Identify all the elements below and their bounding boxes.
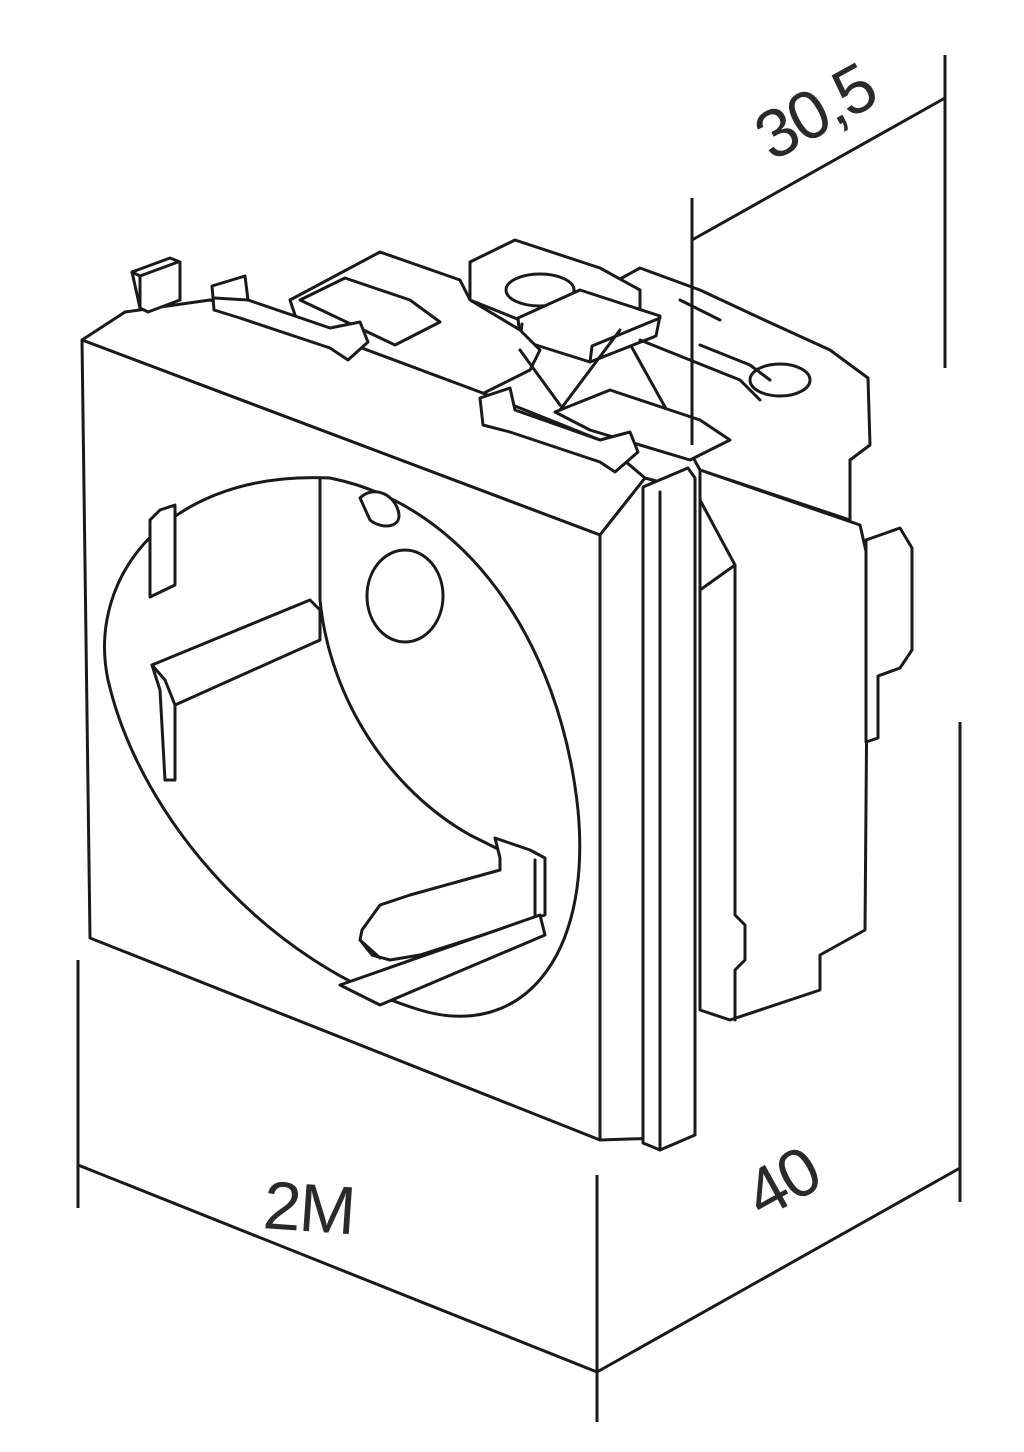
depth-dim-line: [596, 1166, 961, 1374]
body-side: [698, 468, 870, 1022]
width-dim-line: [77, 1163, 598, 1374]
earth-clip-middle-fold: [150, 663, 177, 707]
top-rail-left-edge: [212, 296, 250, 302]
mechanism-struts: [518, 298, 772, 412]
module-body: [698, 468, 914, 1022]
top-rail-left: [210, 274, 370, 362]
rear-mechanism: [288, 238, 872, 522]
width-dimension-label: 2M: [261, 1167, 357, 1249]
socket-recess: [103, 476, 582, 1018]
height-dimension-label: 30,5: [742, 48, 888, 175]
earth-contact-strip: [338, 913, 547, 1007]
terminal-screw-1: [504, 272, 576, 308]
right-body-window: [553, 388, 732, 462]
socket-inner-wall: [318, 476, 502, 852]
pin-hole: [365, 548, 445, 644]
height-dim-line: [691, 96, 946, 242]
body-side-step: [698, 498, 737, 592]
shutter-nub: [358, 490, 401, 528]
depth-dimension-label: 40: [732, 1132, 832, 1233]
earth-clip-upper: [148, 503, 177, 599]
terminal-screw-2: [748, 362, 812, 398]
top-clip-left-edge: [130, 260, 180, 310]
dimensions: [76, 55, 962, 1422]
earth-clip-lower-fold: [358, 858, 537, 960]
top-rail-right: [478, 386, 640, 474]
body-side-rib: [733, 563, 747, 1022]
rear-connector: [864, 526, 914, 744]
front-clip-bar: [641, 466, 697, 1152]
top-clips: [130, 256, 640, 474]
center-body-window: [298, 276, 442, 347]
